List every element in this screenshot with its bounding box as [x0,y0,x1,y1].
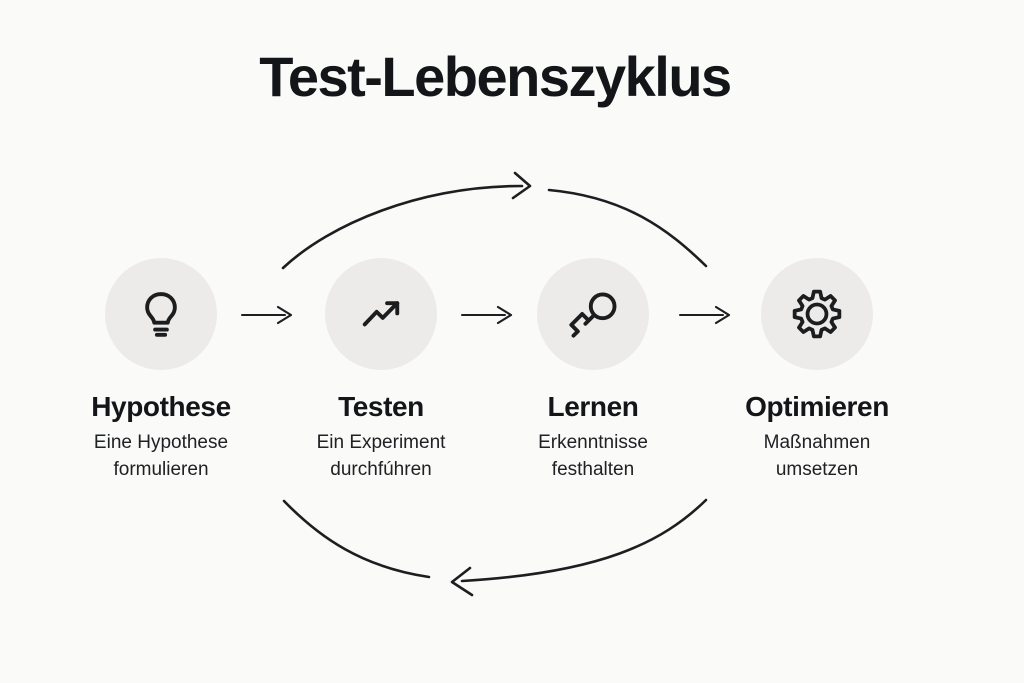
stage-hypothese: Hypothese Eine Hypothese formulieren [66,258,256,483]
stage-circle [105,258,217,370]
lightbulb-icon [145,292,177,337]
bottom-cycle-arrow [282,498,708,597]
stage-description: Eine Hypothese formulieren [93,432,229,480]
stage-circle [761,258,873,370]
stage-description: Erkenntnisse festhalten [538,432,648,480]
stage-name: Testen [338,391,424,422]
stage-lernen: Lernen Erkenntnisse festhalten [498,258,688,483]
stage-circle [537,258,649,370]
stage-name: Lernen [547,391,639,422]
stage-optimieren: Optimieren Maßnahmen umsetzen [722,258,912,483]
gear-icon [792,289,842,339]
stage-testen: Testen Ein Experiment durchfúhren [286,258,476,483]
key-icon [569,292,617,338]
stage-circle [325,258,437,370]
stage-name: Hypothese [91,391,231,422]
stage-description: Ein Experiment durchfúhren [316,432,446,480]
top-cycle-arrow [281,171,708,270]
stage-description: Maßnahmen umsetzen [763,432,871,480]
trending-up-icon [362,301,400,327]
arrowhead-right-icon [511,171,532,200]
stage-name: Optimieren [745,391,889,422]
page-title: Test-Lebenszyklus [259,45,732,108]
arrowhead-left-icon [450,566,474,597]
